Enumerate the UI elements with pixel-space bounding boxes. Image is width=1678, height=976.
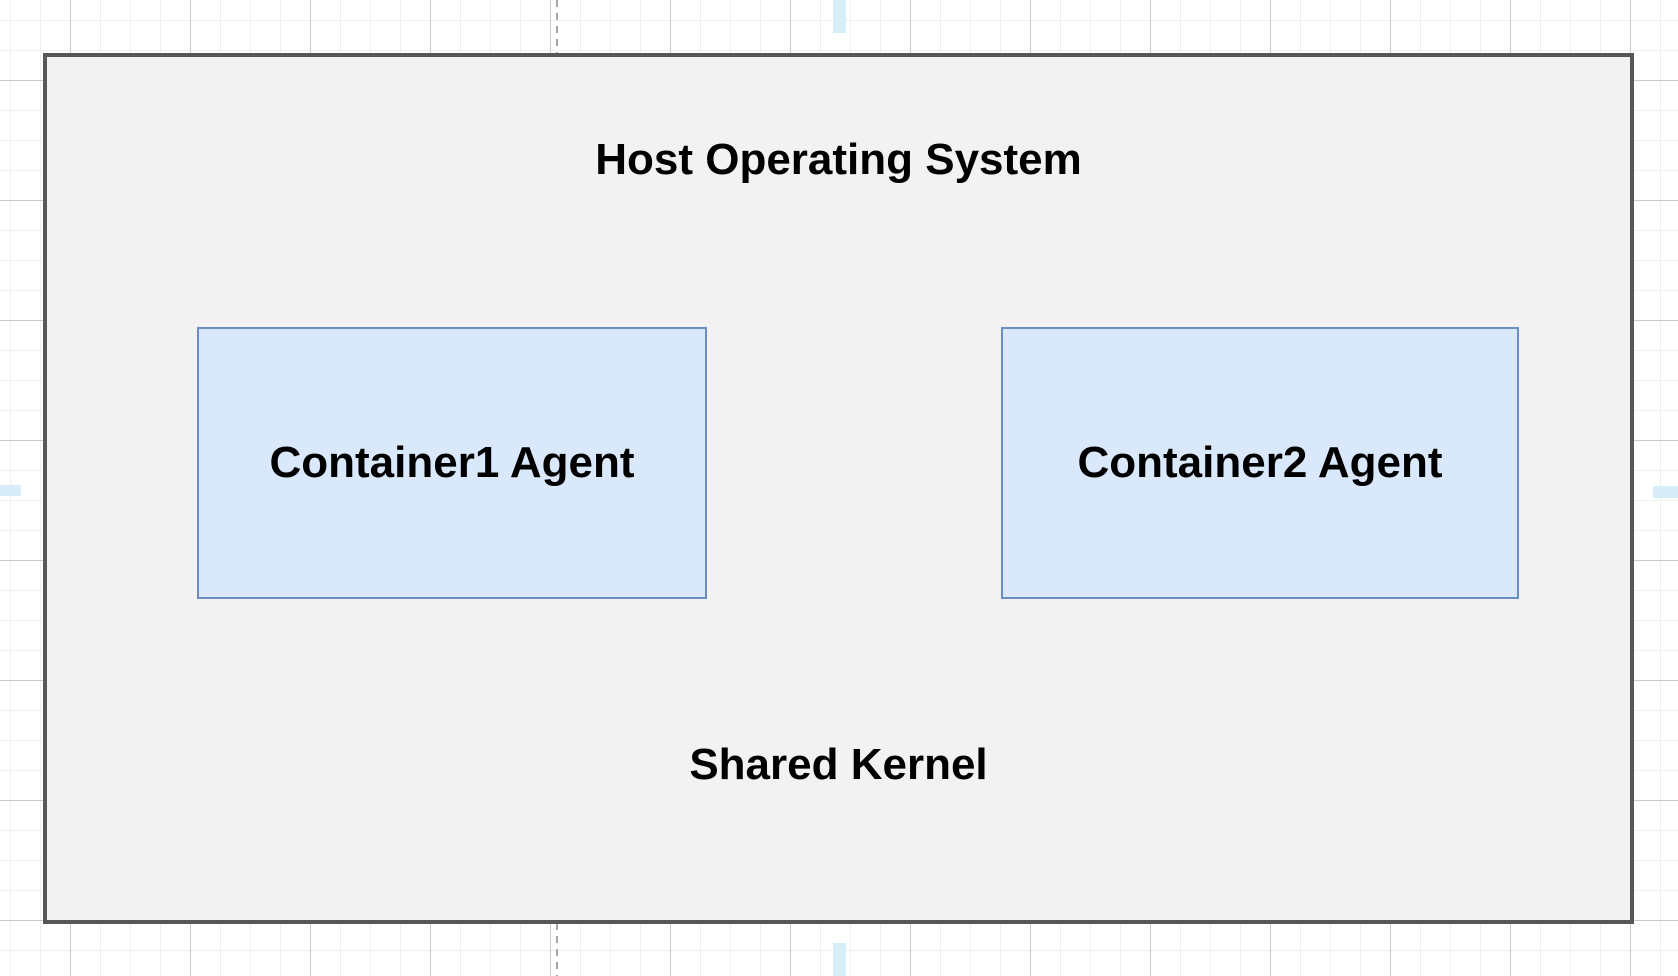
container1-label: Container1 Agent (269, 438, 635, 487)
container1-box[interactable]: Container1 Agent (197, 327, 707, 599)
scroll-marker-top (833, 0, 846, 33)
container2-box[interactable]: Container2 Agent (1001, 327, 1519, 599)
container2-label: Container2 Agent (1077, 438, 1443, 487)
shared-kernel-label[interactable]: Shared Kernel (689, 740, 988, 789)
host-os-label: Host Operating System (595, 135, 1082, 184)
host-os-box[interactable]: Host Operating System Container1 Agent C… (43, 53, 1634, 924)
scroll-marker-right (1653, 486, 1678, 498)
scroll-marker-bottom (833, 943, 846, 976)
scroll-marker-left (0, 485, 21, 496)
